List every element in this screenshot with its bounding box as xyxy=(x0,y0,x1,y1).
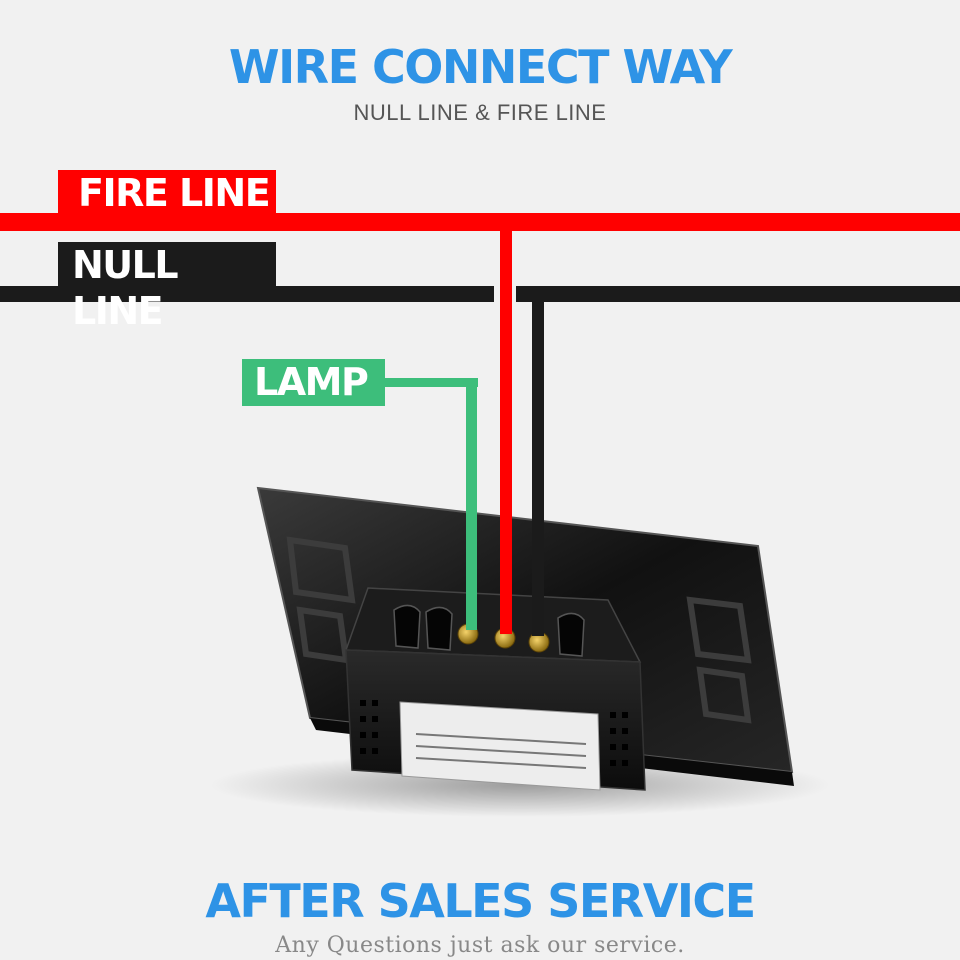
fire-drop-wire xyxy=(500,222,512,634)
lamp-label: LAMP xyxy=(242,359,385,406)
product-sticker xyxy=(399,701,601,791)
switch-module-top xyxy=(344,587,642,663)
null-line-label: NULL LINE xyxy=(58,242,276,333)
null-line-wire-right xyxy=(516,286,960,302)
vent-holes xyxy=(360,700,628,766)
page-subtitle: NULL LINE & FIRE LINE xyxy=(353,100,607,125)
fire-line-wire xyxy=(0,213,960,231)
null-drop-wire xyxy=(532,294,544,636)
null-line-wire-left xyxy=(0,286,494,302)
fire-line-label: FIRE LINE xyxy=(58,170,276,216)
after-sales-subtitle: Any Questions just ask our service. xyxy=(275,933,685,958)
terminal-slots xyxy=(393,604,585,657)
lamp-wire-horizontal xyxy=(384,378,478,387)
page-title: WIRE CONNECT WAY xyxy=(228,40,733,94)
sticker-print xyxy=(415,733,587,769)
lamp-drop-wire xyxy=(466,378,477,630)
after-sales-title: AFTER SALES SERVICE xyxy=(205,874,756,928)
plate-emboss-right xyxy=(686,596,752,724)
